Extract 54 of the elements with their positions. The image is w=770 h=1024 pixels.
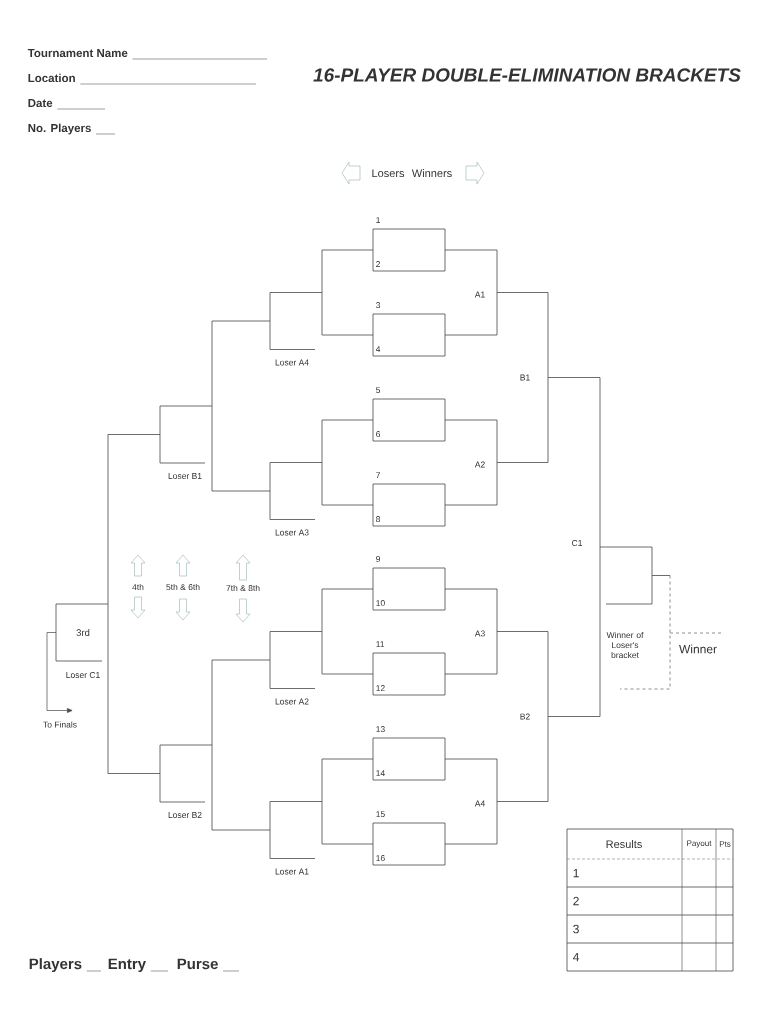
place-label: 5th & 6th — [166, 583, 200, 591]
match-label: A1 — [474, 291, 485, 298]
slot-label: Loser A4 — [275, 359, 309, 366]
column-header: Results — [606, 840, 642, 849]
seed-number: 9 — [376, 556, 381, 563]
place-number: 3 — [573, 924, 579, 934]
column-header: Pts — [719, 841, 731, 847]
match-label: A3 — [474, 630, 485, 637]
form-label: Tournament Name — [27, 49, 128, 58]
match-label: B1 — [520, 374, 530, 381]
slot-label: Loser C1 — [66, 672, 100, 678]
seed-number: 5 — [376, 387, 381, 394]
place-label: 4th — [132, 583, 144, 591]
place-label: 7th & 8th — [226, 584, 260, 592]
form-label: Players — [29, 958, 82, 973]
slot-label: Loser B2 — [168, 812, 202, 818]
match-label: B2 — [520, 713, 530, 720]
form-label: No. Players — [28, 123, 91, 135]
column-header: Payout — [687, 840, 712, 848]
slot-label: Loser B1 — [168, 473, 202, 479]
slot-label: To Finals — [43, 721, 77, 728]
seed-number: 8 — [376, 516, 381, 523]
place-label: 3rd — [76, 629, 90, 636]
seed-number: 1 — [376, 217, 380, 223]
seed-number: 3 — [376, 302, 381, 309]
form-label: Location — [28, 73, 75, 83]
seed-number: 6 — [376, 431, 381, 438]
seed-number: 14 — [376, 770, 385, 776]
seed-number: 15 — [376, 811, 385, 818]
winner-label: Winner — [679, 644, 717, 654]
title: 16-PLAYER DOUBLE-ELIMINATION BRACKETS — [313, 68, 741, 82]
place-number: 1 — [573, 868, 579, 878]
slot-label: Loser A3 — [275, 529, 309, 536]
seed-number: 11 — [376, 641, 385, 647]
seed-number: 13 — [376, 726, 385, 733]
place-number: 2 — [573, 896, 579, 906]
slot-label: Winner of Loser's bracket — [606, 631, 644, 659]
header-label: Winners — [411, 169, 452, 178]
seed-number: 12 — [376, 685, 385, 691]
seed-number: 16 — [376, 855, 385, 862]
seed-number: 2 — [376, 261, 380, 267]
match-label: A4 — [474, 800, 485, 807]
form-label: Date — [28, 99, 53, 108]
seed-number: 4 — [375, 346, 381, 352]
match-label: C1 — [572, 540, 583, 546]
header-label: Losers — [372, 169, 405, 178]
form-label: Entry — [108, 958, 146, 973]
match-label: A2 — [474, 461, 485, 468]
form-label: Purse — [177, 958, 218, 970]
slot-label: Loser A1 — [275, 868, 309, 875]
place-number: 4 — [573, 952, 580, 962]
seed-number: 7 — [376, 472, 380, 478]
seed-number: 10 — [376, 600, 385, 607]
slot-label: Loser A2 — [275, 698, 309, 705]
